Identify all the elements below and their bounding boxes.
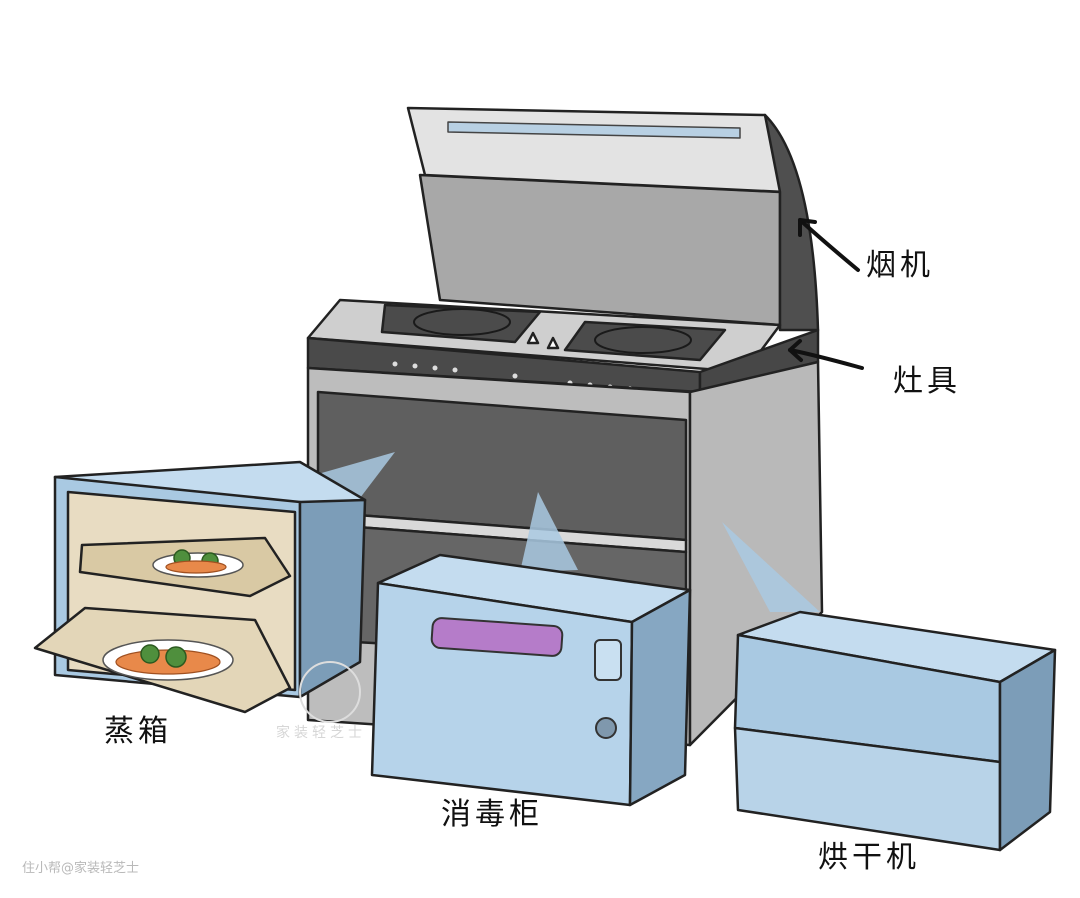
watermark: 住小帮@家装轻芝士 [22,861,140,876]
arrow-icon [798,218,860,272]
center-knob [546,336,560,350]
burner-right-ring [594,326,692,354]
steam-oven-side [298,498,367,699]
sterilizer-knob-icon [595,717,617,739]
hood-light-strip [447,121,741,139]
dryer-side [998,648,1057,852]
stamp-text: 家装轻芝士 [276,725,366,741]
label-dryer: 烘干机 [818,840,920,875]
label-range-hood: 烟机 [866,248,934,283]
sterilizer-front [370,581,634,807]
label-sterilizer: 消毒柜 [441,797,543,832]
beam-to-sterilizer [520,492,578,572]
beam-to-dryer [722,522,820,612]
steam-oven [33,460,367,714]
label-stove: 灶具 [893,364,961,399]
sterilizer-side [628,588,692,807]
center-knob [526,331,540,345]
uv-light-window [430,617,564,657]
burner-left-ring [413,308,511,336]
watermark-stamp [299,661,361,723]
sterilizer-display [594,639,622,681]
arrow-icon [788,339,864,370]
dryer [733,610,1057,852]
hood-back-panel [418,173,782,327]
label-steam-oven: 蒸箱 [104,714,172,749]
sterilizer [370,553,692,807]
